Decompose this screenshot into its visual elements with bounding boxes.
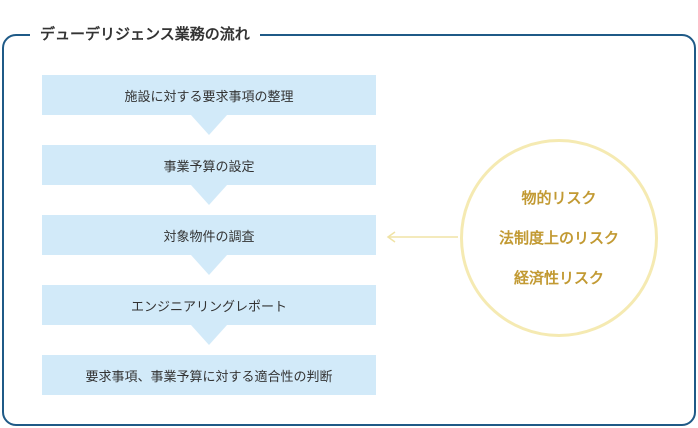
step-budget: 事業予算の設定 (42, 145, 376, 185)
down-arrow (191, 255, 227, 275)
risk-legal: 法制度上のリスク (498, 229, 619, 247)
step-conformity: 要求事項、事業予算に対する適合性の判断 (42, 355, 376, 395)
step-survey: 対象物件の調査 (42, 215, 376, 255)
risk-economic: 経済性リスク (513, 269, 604, 287)
step-requirements: 施設に対する要求事項の整理 (42, 75, 376, 115)
risk-circle: 物的リスク 法制度上のリスク 経済性リスク (460, 139, 658, 337)
left-arrow (386, 231, 458, 243)
down-arrow (191, 185, 227, 205)
risk-physical: 物的リスク (521, 189, 597, 207)
down-arrow (191, 115, 227, 135)
down-arrow (191, 325, 227, 345)
flow-frame (2, 34, 696, 426)
step-engineering-report: エンジニアリングレポート (42, 285, 376, 325)
diagram-title: デューデリジェンス業務の流れ (30, 22, 260, 46)
